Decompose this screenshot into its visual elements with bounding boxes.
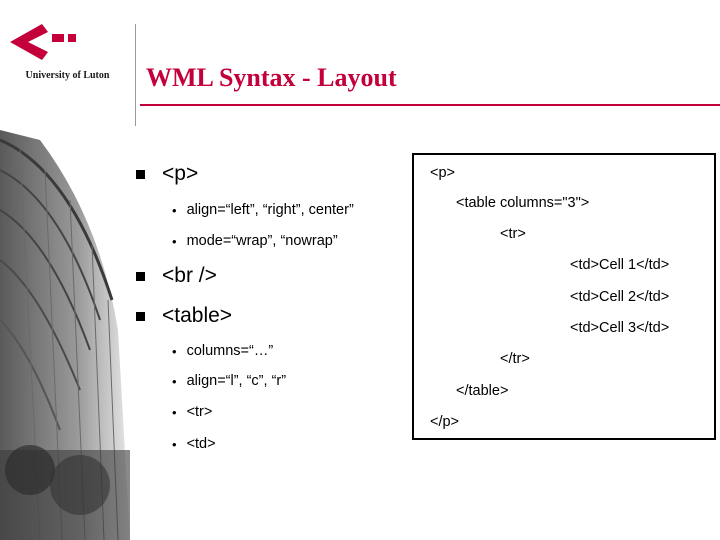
square-bullet-icon (136, 271, 145, 281)
university-logo: University of Luton (0, 0, 135, 110)
sub-bullet: • <td> (172, 436, 216, 452)
building-photo (0, 130, 130, 540)
sub-bullet-label: <tr> (186, 404, 213, 420)
header-divider (135, 24, 136, 126)
bullet-label: <p> (162, 162, 199, 185)
bullet-label: <table> (162, 304, 233, 327)
sub-bullet: • columns=“…” (172, 343, 273, 359)
bullet-table: <table> (136, 304, 232, 328)
dot-bullet-icon: • (172, 343, 177, 359)
dot-bullet-icon: • (172, 233, 177, 249)
square-bullet-icon (136, 169, 145, 179)
university-name: University of Luton (25, 70, 110, 81)
code-line: <td>Cell 3</td> (570, 320, 670, 336)
bullet-label: <br /> (162, 264, 217, 287)
sub-bullet: • mode=“wrap”, “nowrap” (172, 233, 338, 249)
dot-bullet-icon: • (172, 373, 177, 389)
square-bullet-icon (136, 311, 145, 321)
code-line: <tr> (500, 226, 526, 242)
dot-bullet-icon: • (172, 202, 177, 218)
title-underline (140, 104, 720, 106)
code-line: </p> (430, 414, 460, 430)
sub-bullet: • align=“left”, “right”, center” (172, 202, 354, 218)
sub-bullet-label: mode=“wrap”, “nowrap” (186, 233, 338, 249)
sub-bullet-label: columns=“…” (186, 343, 274, 359)
code-line: <td>Cell 1</td> (570, 257, 670, 273)
university-logo-arrow-icon (10, 24, 76, 60)
slide-title: WML Syntax - Layout (146, 63, 397, 92)
code-line: </table> (456, 383, 509, 399)
code-example-box: <p> <table columns="3"> <tr> <td>Cell 1<… (412, 153, 716, 440)
bullet-br: <br /> (136, 264, 217, 288)
sub-bullet: • <tr> (172, 404, 212, 420)
sub-bullet-label: <td> (186, 436, 216, 452)
code-line: </tr> (500, 351, 530, 367)
dot-bullet-icon: • (172, 404, 177, 420)
dot-bullet-icon: • (172, 436, 177, 452)
code-line: <td>Cell 2</td> (570, 289, 670, 305)
code-line: <p> (430, 165, 455, 181)
code-line: <table columns="3"> (456, 195, 590, 211)
bullet-p: <p> (136, 162, 198, 186)
sub-bullet-label: align=“left”, “right”, center” (186, 202, 354, 218)
sub-bullet-label: align=“l”, “c”, “r” (186, 373, 287, 389)
sub-bullet: • align=“l”, “c”, “r” (172, 373, 286, 389)
